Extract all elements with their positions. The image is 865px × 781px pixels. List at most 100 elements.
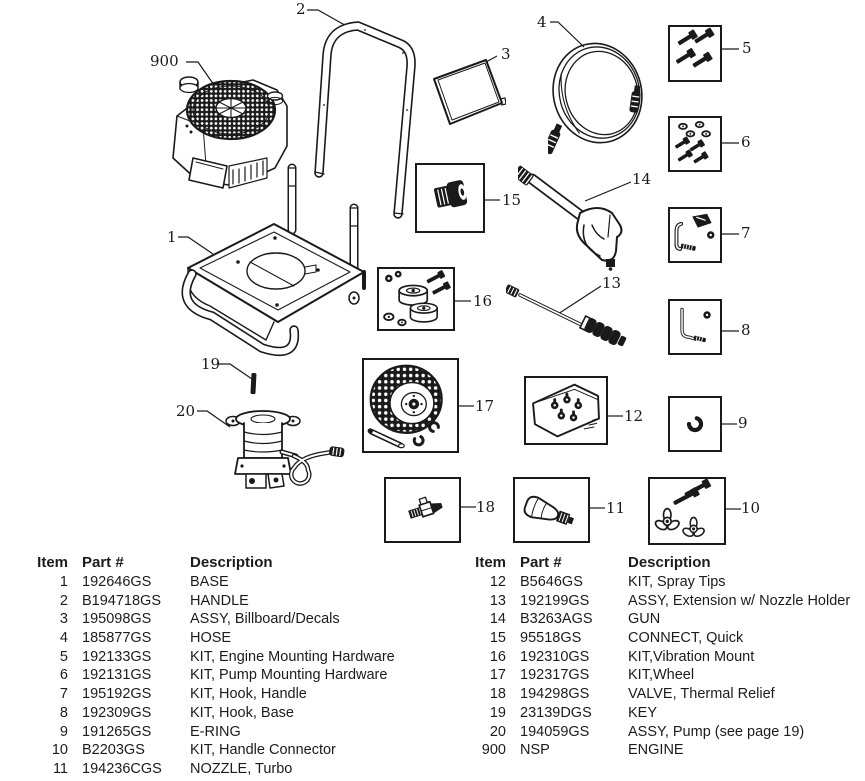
cell-part: 23139DGS [520, 704, 592, 721]
cell-part: B194718GS [82, 592, 162, 609]
cell-part: 195192GS [82, 686, 152, 703]
cell-item: 18 [489, 686, 506, 703]
cell-part: 194059GS [520, 723, 590, 740]
callout-4: 4 [537, 13, 547, 31]
kit-box-vibration-mount [377, 267, 455, 331]
cell-description: KIT, Spray Tips [628, 574, 726, 590]
kit-box-handle-connector [648, 477, 726, 545]
cell-part: NSP [520, 742, 550, 759]
cell-description: CONNECT, Quick [628, 630, 744, 647]
cell-part: 192199GS [520, 592, 590, 609]
pump-illustration [208, 406, 348, 498]
col-header-description: Description [190, 554, 273, 571]
kit-box-wheel [362, 358, 459, 453]
cell-part: 195098GS [82, 611, 152, 628]
cell-description: ASSY, Pump (see page 19) [628, 723, 805, 740]
cell-part: 95518GS [520, 630, 582, 647]
col-header-item: Item [475, 554, 506, 571]
table-row: 9 191265GS E-RING [28, 723, 458, 742]
table-row: 6 192131GS KIT, Pump Mounting Hardware [28, 666, 458, 685]
col-header-item: Item [37, 554, 68, 571]
cell-description: ENGINE [628, 742, 684, 759]
cell-description: KIT,Wheel [628, 667, 695, 684]
kit-box-hook-base [668, 299, 722, 355]
cell-part: 192310GS [520, 648, 590, 665]
table-row: 13 192199GS ASSY, Extension w/ Nozzle Hold… [466, 592, 865, 611]
base-illustration [178, 158, 373, 358]
callout-3: 3 [501, 45, 511, 63]
callout-19: 19 [201, 355, 221, 373]
key-illustration [246, 370, 260, 398]
cell-description: KIT,Vibration Mount [628, 648, 755, 665]
callout-20: 20 [176, 402, 196, 420]
callout-5: 5 [742, 39, 752, 57]
kit-box-spray-tips [524, 376, 608, 445]
cell-description: E-RING [190, 723, 241, 740]
kit-box-turbo-nozzle [513, 477, 590, 543]
table-row: 16 192310GS KIT,Vibration Mount [466, 648, 865, 667]
callout-8: 8 [741, 321, 751, 339]
cell-part: 191265GS [82, 723, 152, 740]
cell-item: 3 [59, 611, 68, 628]
cell-part: B2203GS [82, 742, 145, 759]
cell-part: 194298GS [520, 686, 590, 703]
cell-description: NOZZLE, Turbo [190, 760, 293, 777]
cell-part: 192131GS [82, 667, 152, 684]
kit-box-quick-connect [415, 163, 485, 233]
callout-13: 13 [602, 274, 622, 292]
cell-item: 8 [59, 704, 68, 721]
cell-item: 11 [52, 760, 68, 777]
cell-part: B3263AGS [520, 611, 593, 628]
table-row: 19 23139DGS KEY [466, 704, 865, 723]
cell-item: 2 [59, 592, 68, 609]
col-header-part: Part # [520, 554, 562, 571]
table-row: 18 194298GS VALVE, Thermal Relief [466, 685, 865, 704]
gun-illustration [518, 163, 636, 271]
cell-description: KIT, Engine Mounting Hardware [190, 648, 395, 665]
cell-description: ASSY, Extension w/ Nozzle Holder [628, 592, 851, 609]
cell-item: 1 [59, 574, 68, 590]
cell-part: 192133GS [82, 648, 152, 665]
callout-1: 1 [167, 228, 177, 246]
cell-item: 15 [489, 630, 506, 647]
kit-box-e-ring [668, 396, 722, 452]
cell-description: KIT, Hook, Handle [190, 686, 307, 703]
kit-box-hook-handle [668, 207, 722, 263]
hose-illustration [548, 35, 648, 165]
callout-9: 9 [738, 414, 748, 432]
cell-item: 12 [489, 574, 506, 590]
kit-box-thermal-relief-valve [384, 477, 461, 543]
cell-description: KEY [628, 704, 658, 721]
table-header-row: Item Part # Description [28, 553, 458, 573]
callout-16: 16 [473, 292, 493, 310]
cell-part: 185877GS [82, 630, 152, 647]
cell-item: 16 [489, 648, 506, 665]
col-header-description: Description [628, 554, 711, 571]
cell-item: 6 [59, 667, 68, 684]
billboard-illustration [430, 55, 506, 129]
cell-item: 9 [59, 723, 68, 740]
cell-item: 19 [489, 704, 506, 721]
extension-wand-illustration [506, 281, 634, 353]
cell-item: 13 [489, 592, 506, 609]
handle-illustration [310, 15, 430, 220]
cell-part: 192646GS [82, 574, 152, 590]
callout-17: 17 [475, 397, 495, 415]
cell-description: VALVE, Thermal Relief [628, 686, 775, 703]
table-header-row: Item Part # Description [466, 553, 865, 573]
cell-item: 10 [51, 742, 68, 759]
cell-description: KIT, Pump Mounting Hardware [190, 667, 388, 684]
cell-description: HOSE [190, 630, 232, 647]
callout-6: 6 [741, 133, 751, 151]
cell-part: 194236CGS [82, 760, 162, 777]
